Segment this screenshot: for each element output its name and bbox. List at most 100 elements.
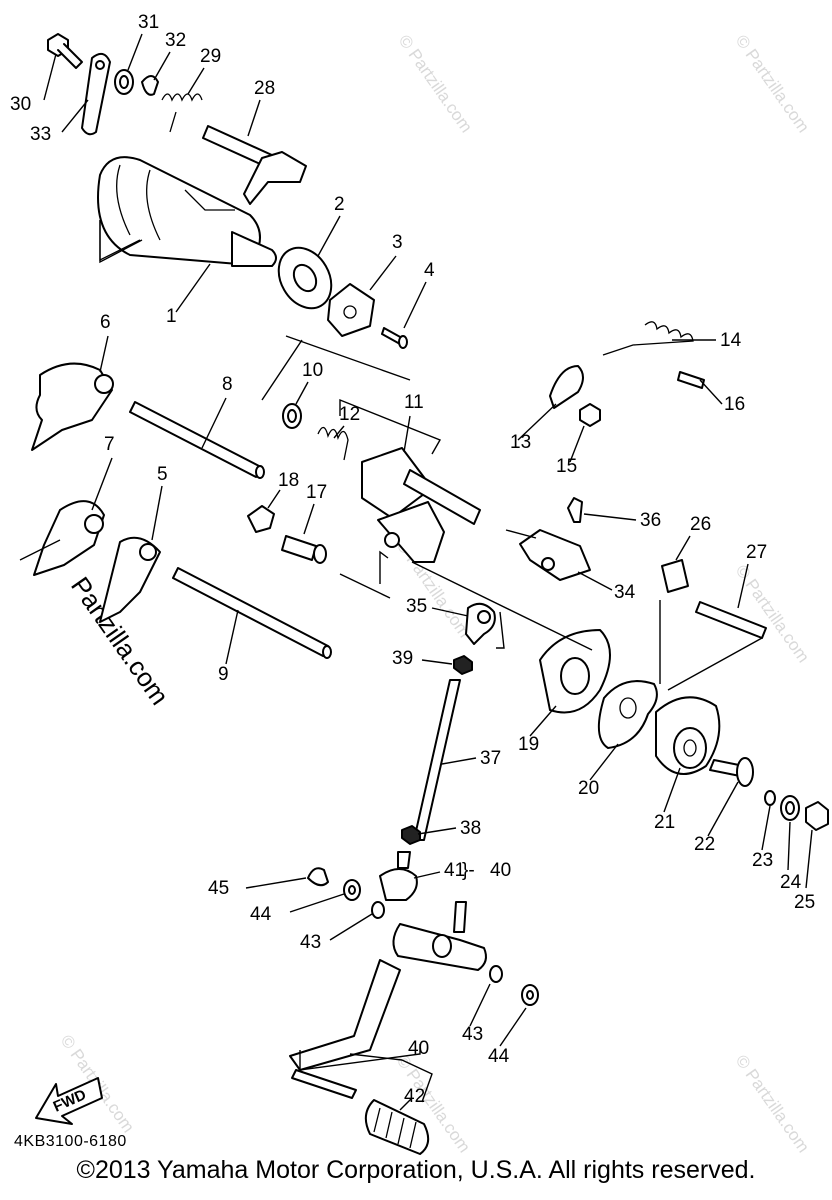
part-25-nut [805, 801, 829, 831]
callout-leader [413, 871, 441, 879]
callout-16: 16 [724, 394, 745, 415]
part-2-bearing [277, 246, 333, 310]
part-15-bolt [579, 403, 601, 427]
callout-39: 39 [392, 648, 413, 669]
callout-leader [737, 563, 749, 609]
callout-2: 2 [334, 194, 345, 215]
callout-28: 28 [254, 78, 275, 99]
callout-8: 8 [222, 374, 233, 395]
part-18-clip [247, 505, 275, 533]
callout-leader [469, 983, 491, 1027]
callout-leader [91, 457, 113, 511]
callout-40: 40 [490, 860, 511, 881]
part-44-washer [343, 879, 361, 901]
callout-leader [289, 893, 345, 913]
callout-38: 38 [460, 818, 481, 839]
callout-44: 44 [488, 1046, 510, 1067]
part-29-spring [161, 93, 203, 133]
part-44-washer [521, 984, 539, 1006]
callout-13: 13 [510, 432, 531, 453]
callout-43: 43 [462, 1024, 483, 1045]
callout-4: 4 [424, 260, 435, 281]
callout-33: 33 [30, 124, 51, 145]
callout-12: 12 [339, 404, 360, 425]
callout-22: 22 [694, 834, 715, 855]
callout-leader [499, 1007, 527, 1047]
callout-leader [329, 913, 373, 941]
bracket-lines [99, 220, 763, 1071]
callouts: 1234567891011121314151617181920212223242… [10, 12, 815, 1111]
callout-leader [583, 513, 637, 521]
part-16-screw [677, 371, 705, 389]
callout-19: 19 [518, 734, 539, 755]
callout-1: 1 [166, 306, 177, 327]
part-28-shift-shaft [202, 125, 307, 205]
callout-leader [675, 535, 691, 561]
part-1-shift-drum [97, 156, 277, 267]
callout-leader [303, 503, 315, 535]
watermark: © Partzilla.com [732, 31, 813, 136]
diagram-code: 4KB3100-6180 [14, 1133, 127, 1150]
copyright-notice: ©2013 Yamaha Motor Corporation, U.S.A. A… [76, 1156, 756, 1184]
callout-18: 18 [278, 470, 299, 491]
callout-34: 34 [614, 582, 636, 603]
part-8-fork-shaft [129, 401, 265, 479]
part-7-shift-fork [19, 500, 105, 576]
callout-41-bracket: }- [462, 860, 475, 881]
part-30-bolt [47, 33, 83, 69]
callout-14: 14 [720, 330, 742, 351]
callout-leader [787, 821, 791, 871]
part-27-dowel-pin [695, 601, 767, 639]
callout-leader [225, 609, 239, 665]
callout-23: 23 [752, 850, 773, 871]
part-12-spring [317, 426, 349, 461]
callout-17: 17 [306, 482, 327, 503]
watermark: © Partzilla.com [395, 31, 476, 136]
callout-leader [151, 485, 163, 541]
callout-26: 26 [690, 514, 711, 535]
part-45-circlip [307, 867, 329, 887]
callout-leader [295, 381, 309, 405]
callout-42: 42 [404, 1086, 425, 1107]
part-38-nut [401, 825, 421, 845]
callout-leader [187, 67, 205, 95]
part-6-shift-fork [31, 362, 114, 451]
callout-leader [403, 415, 411, 453]
part-3-segment [327, 283, 375, 337]
part-31-washer [114, 69, 134, 95]
part-22-bolt [709, 757, 754, 787]
part-4-screw [381, 327, 408, 349]
callout-40: 40 [408, 1038, 429, 1059]
callout-leader [529, 705, 557, 737]
callout-leader [761, 805, 771, 851]
part-10-washer [282, 403, 302, 429]
part-21-segment [655, 696, 721, 775]
part-19-stopper-cam [539, 629, 611, 714]
callout-7: 7 [104, 434, 115, 455]
callout-41: 41 [444, 860, 465, 881]
part-26-collar [661, 559, 689, 593]
callout-leader [247, 99, 261, 137]
callout-leader [61, 99, 89, 133]
callout-30: 30 [10, 94, 31, 115]
fwd-arrow-icon: FWD [35, 1077, 103, 1125]
part-5-shift-fork [99, 536, 161, 623]
callout-leader [317, 215, 341, 257]
callout-leader [417, 827, 457, 835]
watermark: © Partzilla.com [732, 561, 813, 666]
callout-leader [441, 757, 477, 765]
callout-leader [127, 33, 143, 71]
callout-leader [569, 425, 585, 463]
part-11-shift-shaft-assy [361, 447, 481, 563]
part-13-stopper-lever [549, 365, 584, 409]
callout-leader [349, 1053, 433, 1103]
callout-24: 24 [780, 872, 802, 893]
callout-leader [517, 403, 557, 441]
callout-44: 44 [250, 904, 272, 925]
callout-45: 45 [208, 878, 229, 899]
callout-29: 29 [200, 46, 221, 67]
watermark: © Partzilla.com [732, 1051, 813, 1156]
callout-9: 9 [218, 664, 229, 685]
part-37-shift-rod [413, 679, 461, 841]
callout-10: 10 [302, 360, 323, 381]
